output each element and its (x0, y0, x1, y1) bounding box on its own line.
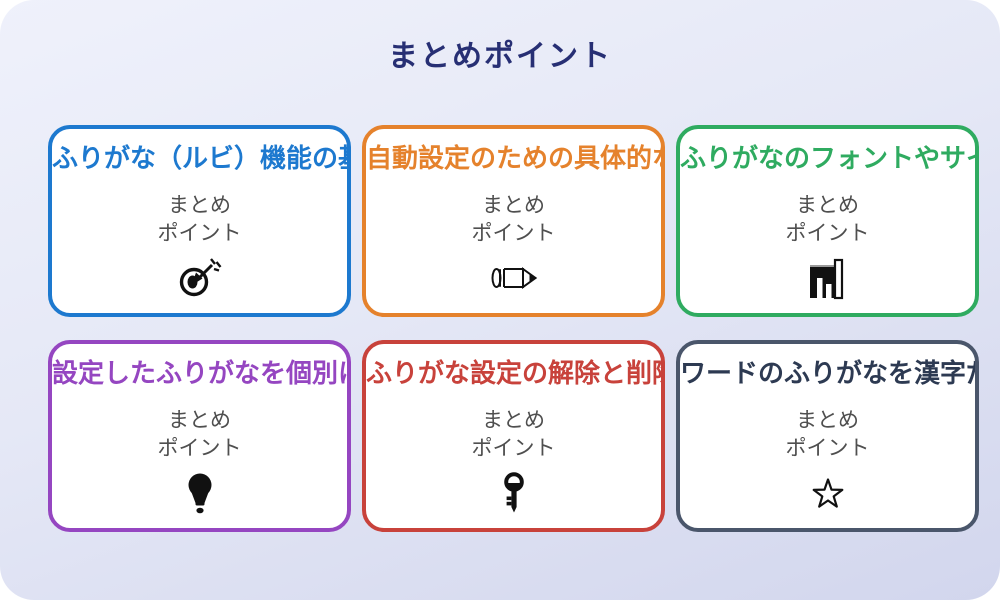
card-furigana-basics: ふりがな（ルビ）機能の基 まとめ ポイント (48, 125, 351, 317)
card-individual-setting: 設定したふりがなを個別に まとめ ポイント (48, 340, 351, 532)
card-body: まとめ ポイント (158, 192, 242, 250)
card-kanji-furigana: ワードのふりがなを漢字だ まとめ ポイント (676, 340, 979, 532)
bar-chart-icon (808, 256, 848, 300)
dart-target-icon (178, 256, 222, 300)
card-body: まとめ ポイント (472, 192, 556, 250)
card-body: まとめ ポイント (472, 407, 556, 465)
card-body: まとめ ポイント (786, 407, 870, 465)
card-title: ふりがな設定の解除と削除 (366, 358, 661, 388)
card-body: まとめ ポイント (158, 407, 242, 465)
card-body-line: ポイント (785, 437, 870, 461)
key-icon (501, 471, 527, 515)
card-title: ふりがなのフォントやサイ (680, 143, 975, 173)
card-remove-delete: ふりがな設定の解除と削除 まとめ ポイント (362, 340, 665, 532)
page-title: まとめポイント (388, 40, 612, 73)
card-body-line: まとめ (168, 408, 231, 432)
card-body-line: ポイント (157, 437, 242, 461)
lightbulb-icon (186, 471, 214, 515)
card-body-line: ポイント (471, 222, 556, 246)
card-body-line: まとめ (168, 193, 231, 217)
card-body-line: ポイント (785, 222, 870, 246)
card-body: まとめ ポイント (786, 192, 870, 250)
card-font-size: ふりがなのフォントやサイ まとめ ポイント (676, 125, 979, 317)
card-title: 自動設定のための具体的な (366, 143, 661, 173)
card-body-line: まとめ (482, 193, 545, 217)
card-body-line: まとめ (796, 408, 859, 432)
card-title: ワードのふりがなを漢字だ (680, 358, 975, 388)
card-body-line: ポイント (471, 437, 556, 461)
card-grid: ふりがな（ルビ）機能の基 まとめ ポイント 自動設定のための具体的な (48, 125, 979, 532)
card-title: ふりがな（ルビ）機能の基 (52, 143, 347, 173)
pencil-icon (490, 256, 538, 300)
star-icon (811, 471, 845, 515)
card-body-line: ポイント (157, 222, 242, 246)
card-body-line: まとめ (796, 193, 859, 217)
card-body-line: まとめ (482, 408, 545, 432)
card-title: 設定したふりがなを個別に (52, 358, 347, 388)
card-auto-setting: 自動設定のための具体的な まとめ ポイント (362, 125, 665, 317)
